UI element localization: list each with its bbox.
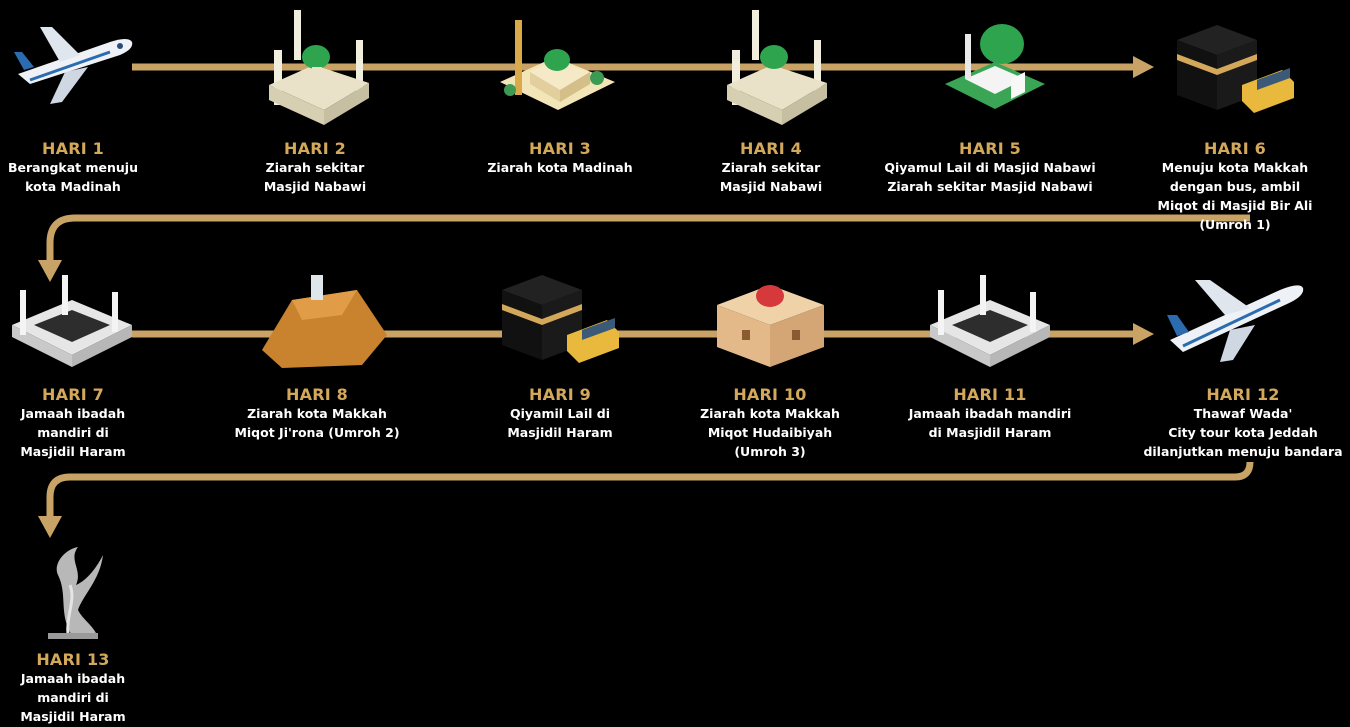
airplane-icon (10, 22, 135, 107)
day-description: Jamaah ibadah mandiri di Masjidil Haram (20, 406, 126, 459)
kaaba-bus-icon (1172, 20, 1297, 115)
day-8: HARI 8 Ziarah kota Makkah Miqot Ji'rona … (222, 386, 412, 442)
day-title: HARI 13 (36, 650, 110, 669)
day-description: Ziarah kota Madinah (487, 160, 633, 175)
track-connector-1 (46, 214, 1250, 262)
day-title: HARI 1 (42, 139, 104, 158)
day-title: HARI 8 (286, 385, 348, 404)
mosque-icon (722, 5, 832, 127)
airplane-icon (1165, 270, 1305, 365)
day-title: HARI 3 (529, 139, 591, 158)
day-4: HARI 4 Ziarah sekitar Masjid Nabawi (686, 140, 856, 196)
day-title: HARI 4 (740, 139, 802, 158)
day-title: HARI 9 (529, 385, 591, 404)
day-description: Jamaah ibadah mandiri di Masjidil Haram (908, 406, 1072, 440)
jeddah-monument-icon (38, 545, 108, 640)
mountain-icon (262, 270, 387, 370)
day-description: Ziarah kota Makkah Miqot Hudaibiyah (Umr… (700, 406, 840, 459)
day-title: HARI 7 (42, 385, 104, 404)
day-7: HARI 7 Jamaah ibadah mandiri di Masjidil… (0, 386, 158, 461)
day-9: HARI 9 Qiyamil Lail di Masjidil Haram (475, 386, 645, 442)
day-6: HARI 6 Menuju kota Makkah dengan bus, am… (1150, 140, 1320, 234)
day-description: Thawaf Wada' City tour kota Jeddah dilan… (1143, 406, 1343, 459)
masjidil-haram-icon (930, 270, 1050, 368)
green-dome-icon (945, 14, 1045, 114)
day-11: HARI 11 Jamaah ibadah mandiri di Masjidi… (895, 386, 1085, 442)
day-10: HARI 10 Ziarah kota Makkah Miqot Hudaibi… (685, 386, 855, 461)
day-title: HARI 6 (1204, 139, 1266, 158)
day-description: Qiyamul Lail di Masjid Nabawi Ziarah sek… (884, 160, 1096, 194)
day-description: Berangkat menuju kota Madinah (7, 160, 138, 194)
mosque-minaret-icon (500, 12, 615, 112)
mosque-icon (264, 5, 374, 127)
arrow-head-1 (1133, 56, 1154, 78)
kaaba-bus-icon (497, 270, 622, 365)
day-title: HARI 10 (733, 385, 807, 404)
day-title: HARI 5 (959, 139, 1021, 158)
day-2: HARI 2 Ziarah sekitar Masjid Nabawi (230, 140, 400, 196)
day-1: HARI 1 Berangkat menuju kota Madinah (0, 140, 158, 196)
masjidil-haram-icon (12, 270, 132, 368)
day-description: Ziarah kota Makkah Miqot Ji'rona (Umroh … (234, 406, 400, 440)
day-title: HARI 11 (953, 385, 1027, 404)
arrow-head-3 (1133, 323, 1154, 345)
day-description: Menuju kota Makkah dengan bus, ambil Miq… (1157, 160, 1313, 232)
day-3: HARI 3 Ziarah kota Madinah (475, 140, 645, 177)
day-title: HARI 2 (284, 139, 346, 158)
day-13: HARI 13 Jamaah ibadah mandiri di Masjidi… (0, 651, 158, 726)
red-dome-mosque-icon (712, 270, 827, 370)
day-title: HARI 12 (1206, 385, 1280, 404)
track-connector-2 (46, 461, 1254, 518)
arrow-head-4 (38, 516, 62, 538)
day-5: HARI 5 Qiyamul Lail di Masjid Nabawi Zia… (870, 140, 1110, 196)
day-description: Ziarah sekitar Masjid Nabawi (263, 160, 367, 194)
day-description: Ziarah sekitar Masjid Nabawi (719, 160, 823, 194)
day-description: Jamaah ibadah mandiri di Masjidil Haram (20, 671, 126, 724)
arrow-head-2 (38, 260, 62, 282)
day-12: HARI 12 Thawaf Wada' City tour kota Jedd… (1140, 386, 1346, 461)
day-description: Qiyamil Lail di Masjidil Haram (507, 406, 613, 440)
